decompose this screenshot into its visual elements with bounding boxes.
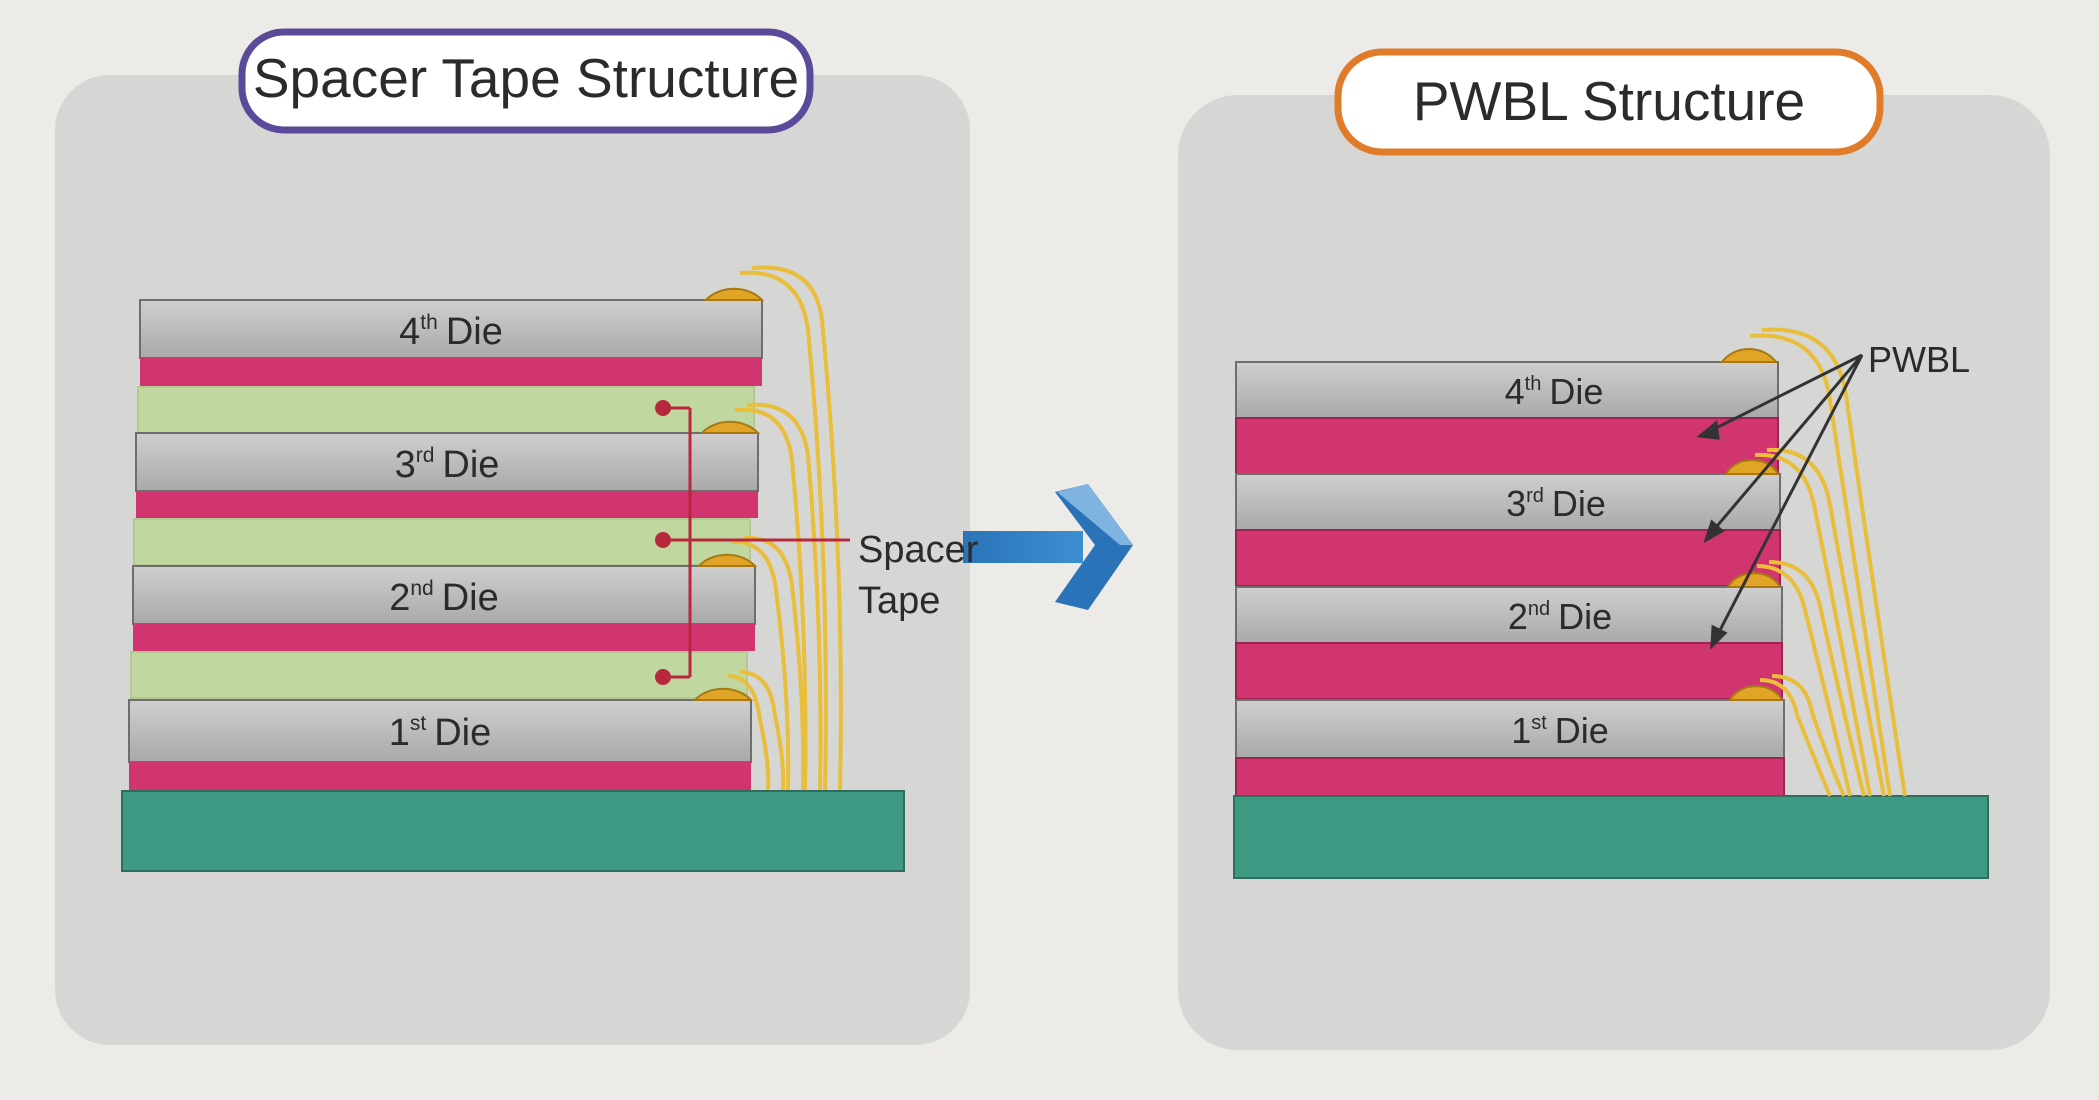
die-1 xyxy=(1235,699,1785,759)
right-title-pill xyxy=(1334,48,1884,156)
transition-arrow xyxy=(963,484,1133,610)
adhesive-layer xyxy=(140,358,762,386)
adhesive-layer xyxy=(129,762,751,790)
die-4 xyxy=(139,299,763,359)
bond-wires xyxy=(1749,327,1907,797)
substrate xyxy=(121,790,905,872)
die-1 xyxy=(128,699,752,763)
substrate xyxy=(1233,795,1989,879)
bond-bump xyxy=(1720,348,1778,363)
adhesive-layer xyxy=(136,491,758,518)
bond-bump xyxy=(696,553,758,567)
pwbl-layer xyxy=(1235,529,1781,587)
spacer-tape-layer xyxy=(130,651,748,699)
bond-wires xyxy=(727,265,843,791)
adhesive-layer xyxy=(1235,757,1785,797)
right-title: PWBL Structure xyxy=(1413,70,1805,132)
bond-bump xyxy=(1726,572,1782,588)
adhesive-layer xyxy=(133,624,755,651)
bond-bump xyxy=(699,420,761,434)
left-title: Spacer Tape Structure xyxy=(253,47,799,109)
callout-dot xyxy=(655,400,671,416)
spacer-tape-callout-label: Spacer Tape xyxy=(858,529,989,622)
pwbl-layer xyxy=(1235,642,1783,700)
callout-dot xyxy=(655,669,671,685)
die-3 xyxy=(135,432,759,492)
die-2 xyxy=(132,565,756,625)
bond-bump xyxy=(692,687,754,701)
callout-dot xyxy=(655,532,671,548)
pwbl-callout-arrows xyxy=(1696,353,1864,650)
bond-bump xyxy=(703,287,765,301)
left-title-pill xyxy=(238,28,814,134)
pwbl-callout-label: PWBL xyxy=(1868,339,1970,380)
die-2 xyxy=(1235,586,1783,644)
pwbl-layer xyxy=(1235,417,1779,475)
bond-bump xyxy=(1728,685,1784,701)
